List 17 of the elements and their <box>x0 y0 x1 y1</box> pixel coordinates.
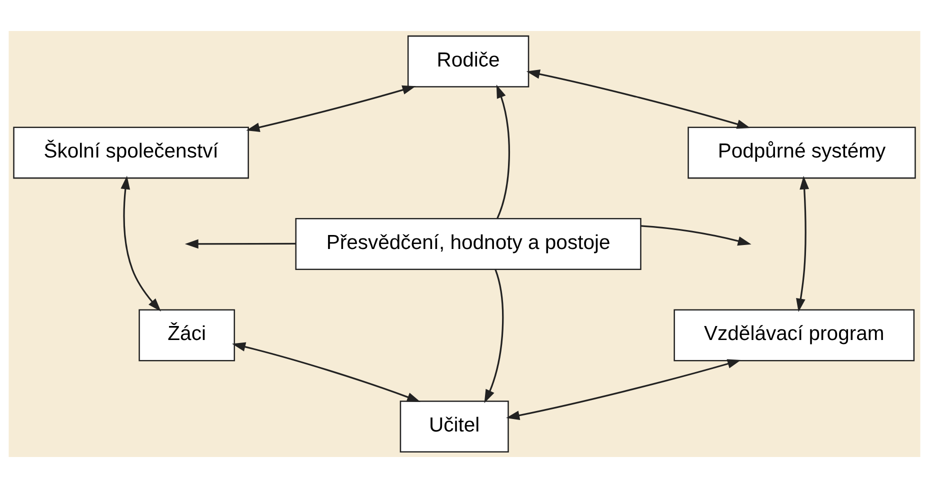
node-box: Žáci <box>138 309 236 362</box>
arrow <box>496 84 510 219</box>
node-box: Vzdělávací program <box>674 309 915 362</box>
arrow <box>640 225 752 246</box>
arrow <box>484 269 504 404</box>
arrow <box>246 85 416 132</box>
arrow <box>232 342 421 402</box>
arrow <box>526 69 750 129</box>
arrow <box>506 359 741 420</box>
node-box: Učitel <box>400 400 509 453</box>
arrow <box>796 176 810 312</box>
node-box: Školní společenství <box>13 126 249 179</box>
arrow <box>184 239 296 249</box>
node-box: Rodiče <box>407 35 530 88</box>
node-box: Přesvědčení, hodnoty a postoje <box>295 218 642 270</box>
arrow <box>120 176 162 312</box>
node-box: Podpůrné systémy <box>688 126 916 179</box>
